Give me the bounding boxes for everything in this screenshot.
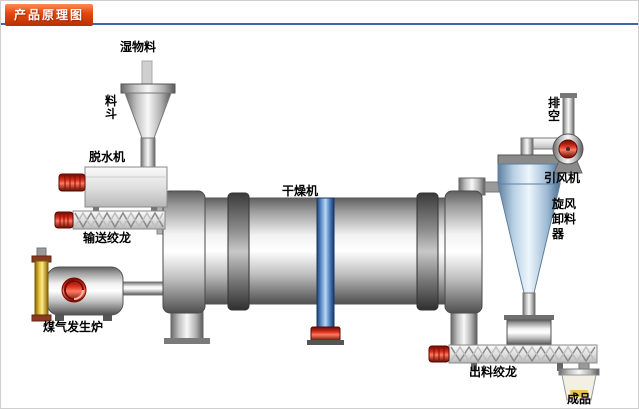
label-fan: 引风机 <box>544 171 581 185</box>
label-dewater-machine: 脱水机 <box>89 150 126 164</box>
label-discharge-screw: 出料绞龙 <box>469 365 518 379</box>
riding-ring-left <box>227 192 250 311</box>
drive-station-shape <box>307 197 344 345</box>
label-cyclone: 旋风卸料器 <box>552 197 577 241</box>
riding-ring-right <box>416 192 439 311</box>
page-title-badge: 产品原理图 <box>5 4 94 26</box>
discharge-screw-conveyor-shape <box>428 344 598 371</box>
drive-motor <box>310 326 341 342</box>
label-product: 成品 <box>567 392 592 406</box>
dewater-motor <box>58 173 86 192</box>
drum-supports <box>164 308 478 346</box>
feed-screw-conveyor-shape <box>54 210 166 230</box>
header-divider <box>1 23 638 25</box>
cyclone-receiver-bin <box>506 319 552 346</box>
fan-impeller-icon <box>558 139 578 159</box>
flame-swirl-icon <box>61 277 87 303</box>
hopper-shape <box>120 83 176 169</box>
page-title: 产品原理图 <box>14 8 85 22</box>
product-container-shape <box>558 368 600 401</box>
label-dryer: 干燥机 <box>282 184 319 198</box>
feed-screw-motor <box>54 211 74 229</box>
induced-draft-fan-shape <box>552 133 584 174</box>
label-feed-screw: 输送绞龙 <box>83 231 132 245</box>
cyclone-shape <box>497 154 561 346</box>
dewatering-machine-shape <box>58 166 168 212</box>
gas-furnace-shape <box>31 247 124 322</box>
furnace-standpipe <box>31 247 52 322</box>
label-hopper: 料斗 <box>104 94 117 121</box>
discharge-screw-motor <box>428 345 450 363</box>
label-vent: 排空 <box>547 96 560 123</box>
label-gas-furnace: 煤气发生炉 <box>43 320 104 334</box>
label-wet-material: 湿物料 <box>120 40 157 54</box>
